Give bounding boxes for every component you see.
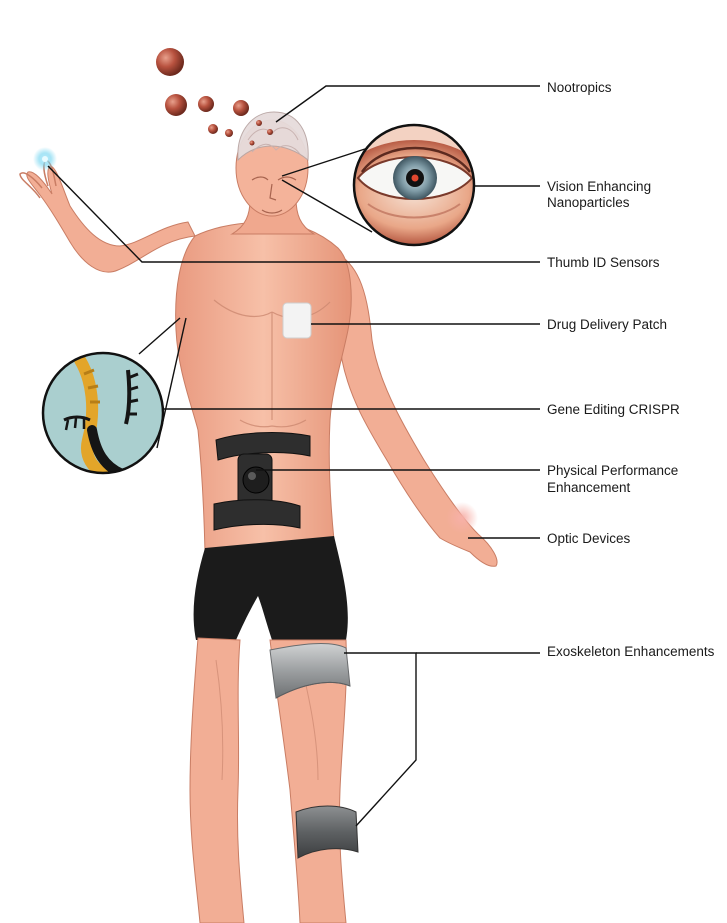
label-physical-line1: Physical Performance [547,463,678,478]
particle [165,94,187,116]
particle [256,120,262,126]
crispr-callout [43,353,163,476]
eye-callout [336,125,492,245]
particle [267,129,273,135]
thumb-sensor [42,156,48,162]
leader-nootropics [276,86,540,122]
label-physical-line2: Enhancement [547,480,630,495]
label-vision-line2: Nanoparticles [547,195,630,210]
particle [198,96,214,112]
leader-crispr-upper [139,318,180,354]
leg-left [190,638,244,923]
optic-device-glow [446,502,478,534]
label-gene-editing: Gene Editing CRISPR [547,402,680,417]
label-optic: Optic Devices [547,531,630,546]
particle [233,100,249,116]
leader-exo-lower [356,720,416,826]
particle [250,141,255,146]
leader-crispr-lower [157,318,186,448]
shorts [194,536,348,640]
label-nootropics: Nootropics [547,80,612,95]
particle [225,129,233,137]
particle [208,124,218,134]
raised-arm [27,166,195,272]
label-exoskeleton: Exoskeleton Enhancements [547,644,714,659]
drug-delivery-patch [283,303,311,338]
label-vision-line1: Vision Enhancing [547,179,651,194]
particle [156,48,184,76]
leader-exo-upper [344,653,416,720]
label-drug-patch: Drug Delivery Patch [547,317,667,332]
label-thumb-id: Thumb ID Sensors [547,255,660,270]
